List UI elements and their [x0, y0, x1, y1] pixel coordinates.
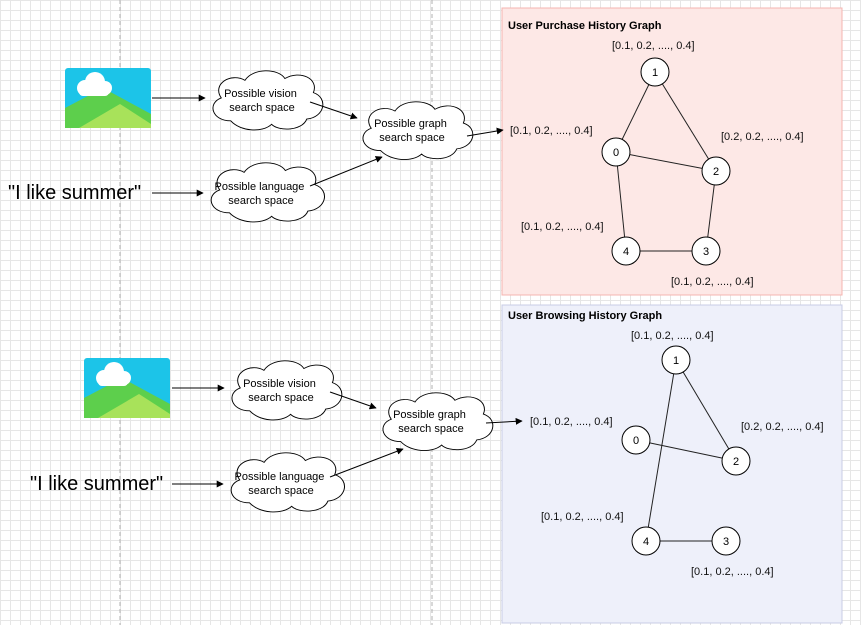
svg-text:3: 3 [703, 246, 709, 258]
node-vector-label: [0.1, 0.2, ...., 0.4] [530, 416, 613, 428]
node-vector-label: [0.2, 0.2, ...., 0.4] [741, 421, 824, 433]
edge-0-2 [635, 439, 737, 462]
node-vector-label: [0.1, 0.2, ...., 0.4] [671, 276, 754, 288]
text-prompt: "I like summer" [8, 182, 141, 204]
edge-1-0 [615, 71, 656, 153]
purchase-graph-panel[interactable] [501, 7, 843, 296]
svg-text:0: 0 [633, 435, 639, 447]
graph-node[interactable]: 2 [721, 446, 751, 476]
edge-1-2 [675, 359, 737, 462]
text-prompt: "I like summer" [30, 473, 163, 495]
image-icon[interactable] [84, 358, 170, 418]
graph-node[interactable]: 1 [661, 345, 691, 375]
node-vector-label: [0.1, 0.2, ...., 0.4] [631, 330, 714, 342]
browsing-panel-title: User Browsing History Graph [508, 310, 662, 322]
vision-search-space-cloud[interactable]: Possible vision search space [212, 70, 324, 131]
svg-text:Possible language sear: Possible language search space [235, 471, 328, 497]
language-search-space-cloud[interactable]: Possible language search space [230, 452, 345, 513]
svg-text:4: 4 [623, 246, 629, 258]
svg-text:Possible graph search: Possible graph search space [374, 118, 450, 144]
node-vector-label: [0.1, 0.2, ...., 0.4] [510, 125, 593, 137]
graph-node[interactable]: 2 [701, 156, 731, 186]
graph-node[interactable]: 3 [691, 236, 721, 266]
arrow-graph-to-panel [485, 417, 523, 425]
svg-text:1: 1 [652, 67, 658, 79]
edge-1-4 [645, 359, 677, 542]
graph-node[interactable]: 0 [621, 425, 651, 455]
top-diagram: User Purchase History Graph "I like summ… [8, 7, 843, 296]
language-search-space-cloud[interactable]: Possible language search space [210, 162, 325, 223]
graph-node[interactable]: 4 [631, 526, 661, 556]
arrow-language-to-graph [309, 156, 383, 187]
node-vector-label: [0.1, 0.2, ...., 0.4] [612, 40, 695, 52]
svg-text:Possible vision search: Possible vision search space [243, 378, 319, 404]
edge-0-2 [615, 151, 717, 172]
svg-text:0: 0 [613, 147, 619, 159]
svg-text:3: 3 [723, 536, 729, 548]
node-vector-label: [0.1, 0.2, ...., 0.4] [521, 221, 604, 233]
graph-node[interactable]: 0 [601, 137, 631, 167]
node-vector-label: [0.1, 0.2, ...., 0.4] [691, 566, 774, 578]
svg-text:Possible language sear: Possible language search space [215, 181, 308, 207]
node-vector-label: [0.2, 0.2, ...., 0.4] [721, 131, 804, 143]
svg-text:Possible graph search: Possible graph search space [393, 409, 469, 435]
graph-node[interactable]: 1 [640, 57, 670, 87]
edge-1-2 [654, 71, 717, 172]
graph-node[interactable]: 3 [711, 526, 741, 556]
vision-search-space-cloud[interactable]: Possible vision search space [231, 360, 343, 421]
svg-text:2: 2 [733, 456, 739, 468]
image-icon[interactable] [65, 68, 151, 128]
graph-search-space-cloud[interactable]: Possible graph search space [382, 392, 494, 452]
svg-text:1: 1 [673, 355, 679, 367]
svg-text:4: 4 [643, 536, 649, 548]
bottom-diagram: User Browsing History Graph "I like summ… [30, 304, 843, 624]
graph-node[interactable]: 4 [611, 236, 641, 266]
edge-0-4 [615, 151, 627, 252]
arrow-graph-to-panel [466, 127, 504, 137]
arrow-vision-to-graph [329, 391, 377, 410]
arrow-vision-to-graph [309, 101, 358, 120]
purchase-panel-title: User Purchase History Graph [508, 20, 662, 32]
arrow-language-to-graph [329, 447, 404, 478]
graph-search-space-cloud[interactable]: Possible graph search space [362, 101, 474, 161]
svg-text:Possible vision search: Possible vision search space [224, 88, 300, 114]
svg-text:2: 2 [713, 166, 719, 178]
node-vector-label: [0.1, 0.2, ...., 0.4] [541, 511, 624, 523]
